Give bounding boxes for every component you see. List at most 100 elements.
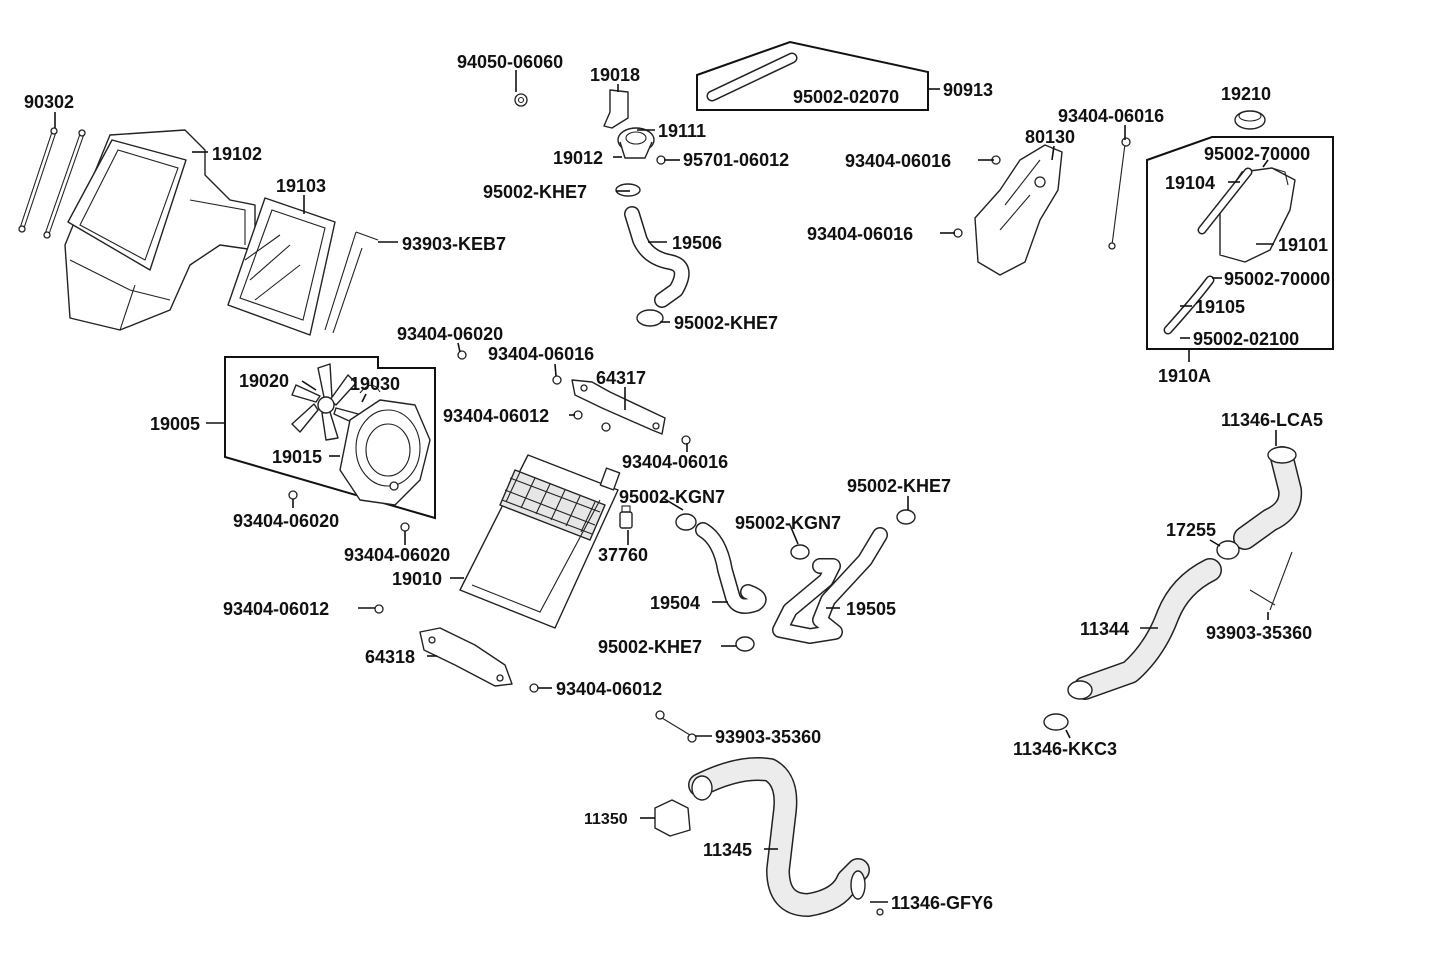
part-90302-rods [18,127,86,239]
label-95701-06012: 95701-06012 [683,150,789,170]
label-90302: 90302 [24,92,74,112]
part-19015-fan-shroud [339,399,431,506]
part-37760-sensor [619,505,633,529]
label-19506: 19506 [672,233,722,253]
part-11350-bracket [654,799,691,837]
part-19210-cap [1234,110,1266,130]
label-93404-06016-e: 93404-06016 [622,452,728,472]
label-19018: 19018 [590,65,640,85]
part-19103-screen [227,197,336,336]
part-95002-KHE7-clamp-b [636,309,664,327]
fan-assembly-box [224,356,436,520]
part-95002-KHE7-clamp-d [735,636,755,652]
part-95002-KGN7-clamp-a [675,513,697,531]
part-94050-06060-nut [514,93,528,107]
label-11346-KKC3: 11346-KKC3 [1013,739,1117,759]
part-19012-thermostat [617,127,655,159]
part-11346-KKC3-clamp [1043,713,1069,731]
label-19012: 19012 [553,148,603,168]
part-19020-fan-blade [291,363,363,441]
label-19020: 19020 [239,371,289,391]
part-11344-hose [1067,558,1222,700]
part-19030-motor [359,384,381,394]
part-95002-KHE7-clamp-c [896,509,916,525]
part-93903-35360-rods-b [1249,551,1293,611]
label-17255: 17255 [1166,520,1216,540]
label-93903-KEB7: 93903-KEB7 [402,234,506,254]
part-11345-pipe [688,757,870,917]
part-labels: 90302 19102 19103 93903-KEB7 94050-06060… [24,52,1330,913]
label-11346-GFY6: 11346-GFY6 [891,893,993,913]
label-93404-06016-d: 93404-06016 [488,344,594,364]
label-64317: 64317 [596,368,646,388]
label-93404-06016-b: 93404-06016 [845,151,951,171]
label-37760: 37760 [598,545,648,565]
label-19005: 19005 [150,414,200,434]
part-11346-GFY6-clamp [850,870,866,900]
part-95002-02070-hose [706,52,798,102]
part-19104-hose [1197,167,1253,235]
part-19018-bracket [603,89,629,129]
label-93404-06016-c: 93404-06016 [807,224,913,244]
label-95002-KGN7-b: 95002-KGN7 [735,513,841,533]
part-95002-KHE7-clamp-a [615,183,641,197]
part-93404-06016-rod [1108,137,1131,250]
label-90913: 90913 [943,80,993,100]
part-19010-radiator [459,454,621,629]
label-19030: 19030 [350,374,400,394]
part-19102-radiator-shroud [64,129,256,331]
label-19111: 19111 [658,121,706,141]
label-19015: 19015 [272,447,322,467]
label-95002-KGN7-a: 95002-KGN7 [619,487,725,507]
label-95002-KHE7-a: 95002-KHE7 [483,182,587,202]
label-11350: 11350 [584,811,628,828]
part-19505-hose [772,527,888,644]
label-93903-35360-b: 93903-35360 [1206,623,1312,643]
label-11344: 11344 [1080,619,1129,639]
label-11345: 11345 [703,840,752,860]
label-64318: 64318 [365,647,415,667]
label-93404-06020-b: 93404-06020 [233,511,339,531]
part-93903-KEB7-rods [324,231,379,334]
label-93404-06012-a: 93404-06012 [443,406,549,426]
label-95002-KHE7-b: 95002-KHE7 [674,313,778,333]
label-19104: 19104 [1165,173,1215,193]
label-19105: 19105 [1195,297,1245,317]
label-94050-06060: 94050-06060 [457,52,563,72]
bolts [288,155,1001,916]
kit-90913-box [696,40,929,111]
label-19103: 19103 [276,176,326,196]
label-19101: 19101 [1278,235,1328,255]
label-93404-06020-a: 93404-06020 [397,324,503,344]
label-11346-LCA5: 11346-LCA5 [1221,410,1323,430]
part-19105-hose [1163,275,1215,335]
part-64317-bracket [571,379,666,435]
part-80130-cover [974,144,1063,276]
label-93903-35360-a: 93903-35360 [715,727,821,747]
part-64318-bracket [419,627,513,687]
label-95002-02100: 95002-02100 [1193,329,1299,349]
label-19210: 19210 [1221,84,1271,104]
label-95002-KHE7-d: 95002-KHE7 [598,637,702,657]
label-95002-70000-b: 95002-70000 [1224,269,1330,289]
part-17255-clamp [1216,540,1240,560]
part-11346-LCA5-pipe [1233,446,1303,550]
label-95002-02070: 95002-02070 [793,87,899,107]
part-95002-KGN7-clamp-b [790,544,810,560]
part-19506-hose [624,206,690,308]
label-19010: 19010 [392,569,442,589]
label-1910A: 1910A [1158,366,1211,386]
part-19504-hose [695,522,767,614]
label-95002-KHE7-c: 95002-KHE7 [847,476,951,496]
label-19102: 19102 [212,144,262,164]
label-19505: 19505 [846,599,896,619]
label-93404-06012-b: 93404-06012 [223,599,329,619]
label-93404-06012-c: 93404-06012 [556,679,662,699]
label-95002-70000-a: 95002-70000 [1204,144,1310,164]
label-93404-06016-a: 93404-06016 [1058,106,1164,126]
kit-1910A-box [1146,136,1334,350]
label-80130: 80130 [1025,127,1075,147]
label-93404-06020-c: 93404-06020 [344,545,450,565]
label-19504: 19504 [650,593,700,613]
